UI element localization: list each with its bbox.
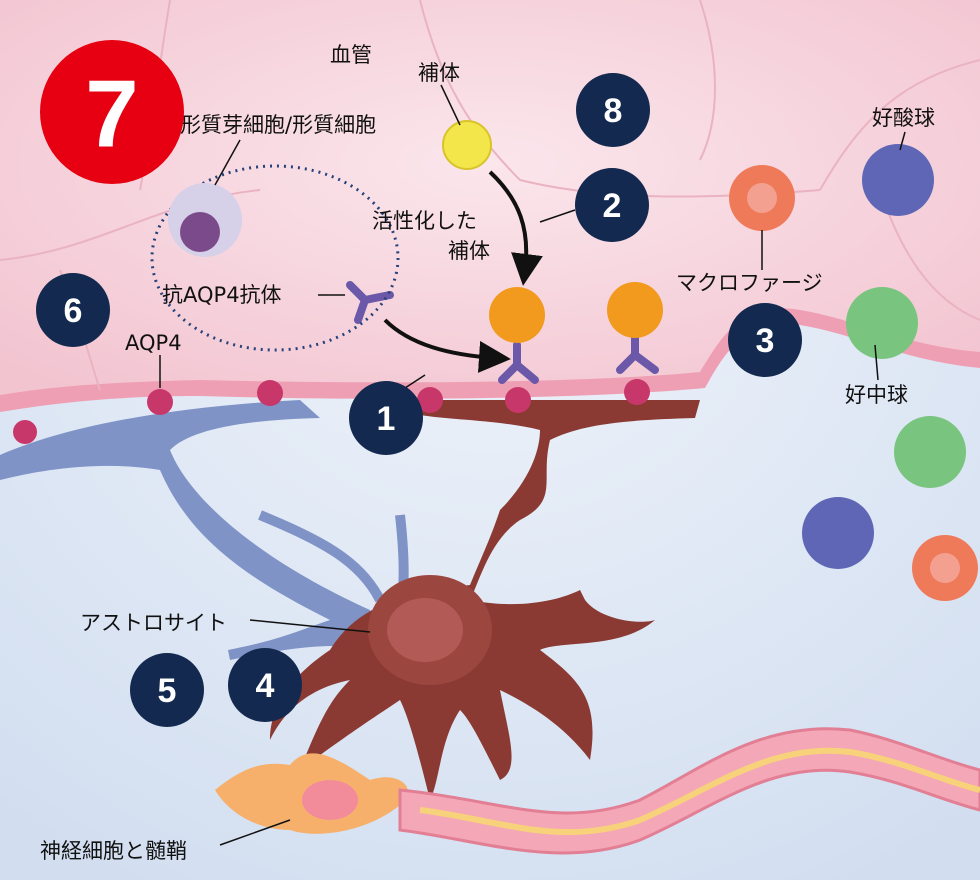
aqp4-proteins: [13, 379, 650, 444]
label-neutrophil: 好中球: [845, 383, 908, 407]
activated-complement: [489, 282, 663, 343]
label-neuron-myelin: 神経細胞と髄鞘: [40, 839, 187, 863]
svg-text:8: 8: [604, 92, 623, 130]
marker-5: 5: [130, 653, 204, 727]
figure-number-badge: 7: [40, 40, 184, 184]
svg-text:6: 6: [64, 292, 83, 330]
marker-8: 8: [576, 73, 650, 147]
leader-lines: [159, 84, 906, 846]
neutrophils: [846, 287, 966, 488]
label-activated-complement-2: 補体: [448, 239, 490, 263]
svg-text:3: 3: [756, 322, 775, 360]
marker-6: 6: [36, 273, 110, 347]
complement-arrow: [488, 170, 543, 286]
macrophages: [729, 165, 978, 601]
label-plasma-cell: 形質芽細胞/形質細胞: [180, 113, 376, 137]
label-activated-complement-1: 活性化した: [372, 209, 477, 233]
complement: [442, 120, 492, 170]
label-blood-vessel: 血管: [330, 43, 372, 67]
marker-4: 4: [228, 648, 302, 722]
svg-text:1: 1: [377, 400, 396, 438]
marker-3: 3: [728, 303, 802, 377]
astrocyte: [0, 400, 700, 800]
neuron-and-myelin: [215, 727, 980, 855]
svg-text:2: 2: [603, 187, 622, 225]
label-eosinophil: 好酸球: [872, 106, 935, 130]
blood-vessel: [0, 0, 980, 410]
svg-text:7: 7: [85, 61, 138, 168]
label-macrophage: マクロファージ: [676, 271, 823, 295]
plasma-cell-boundary: [150, 164, 400, 352]
label-aqp4: AQP4: [125, 331, 182, 355]
svg-text:5: 5: [158, 672, 177, 710]
anti-aqp4-antibodies: [346, 281, 659, 384]
antibody-arrow: [383, 318, 511, 373]
label-complement: 補体: [418, 61, 460, 85]
eosinophils: [802, 144, 934, 569]
svg-text:4: 4: [256, 667, 275, 705]
label-anti-aqp4-antibody: 抗AQP4抗体: [162, 283, 282, 307]
marker-1: 1: [349, 381, 423, 455]
label-astrocyte: アストロサイト: [80, 611, 227, 635]
marker-2: 2: [575, 168, 649, 242]
